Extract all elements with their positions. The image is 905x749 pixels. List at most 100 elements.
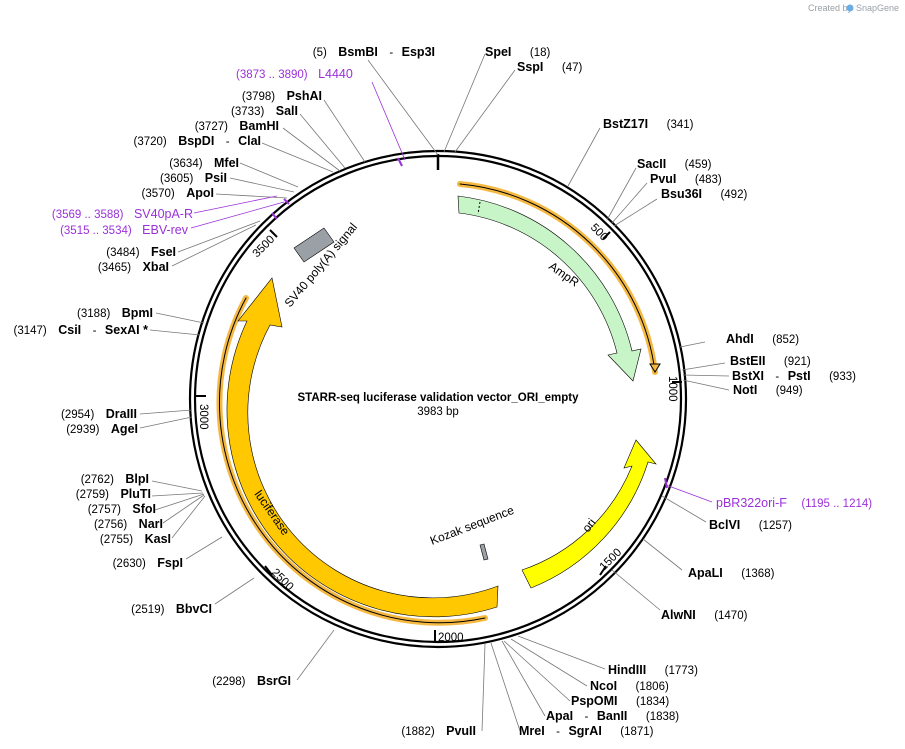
bclvi-leader <box>661 495 707 523</box>
primer-pbr322ori-f[interactable]: pBR322ori-F (1195 .. 1214) <box>716 494 872 511</box>
site-bpmi[interactable]: (3188) BpmI <box>77 304 153 321</box>
plasmid-title-block: STARR-seq luciferase validation vector_O… <box>298 392 580 418</box>
site-mrei[interactable]: MreI - SgrAI (1871) <box>519 722 654 739</box>
psii-leader <box>229 177 295 193</box>
bsmbi-leader <box>367 59 439 156</box>
tick-marks <box>194 229 682 642</box>
site-leader-lines <box>139 53 730 732</box>
xbai-leader <box>171 224 257 267</box>
apoi-leader <box>215 193 288 199</box>
pbr322ori-f-mark <box>664 477 668 489</box>
apali-leader <box>642 538 683 571</box>
plasmid-length: 3983 bp <box>417 406 459 418</box>
site-blpi[interactable]: (2762) BlpI <box>81 470 149 487</box>
bspdi-leader <box>261 142 334 173</box>
site-bsrgi[interactable]: (2298) BsrGI <box>212 672 291 689</box>
site-pluti[interactable]: (2759) PluTI <box>76 485 151 502</box>
tick-500 <box>602 231 611 240</box>
site-sspi[interactable]: SspI (47) <box>517 58 582 75</box>
alwni-leader <box>611 569 661 611</box>
tick-1500 <box>599 565 607 576</box>
feature-labels: AmpR ori luciferase SV40 poly(A) signal … <box>252 220 599 548</box>
ori-feature[interactable] <box>521 439 657 589</box>
site-apai[interactable]: ApaI - BanII (1838) <box>546 707 679 724</box>
site-bclvi[interactable]: BclVI (1257) <box>709 516 792 533</box>
site-nari[interactable]: (2756) NarI <box>94 515 163 532</box>
sv40pa-r-leader <box>193 195 278 214</box>
pshai-leader <box>323 99 366 163</box>
site-bspdi[interactable]: (3720) BspDI - ClaI <box>133 132 261 149</box>
sfoi-leader <box>154 493 205 511</box>
site-pvuii[interactable]: (1882) PvuII <box>401 722 476 739</box>
top-orange-band-line <box>459 183 656 373</box>
site-sacii[interactable]: SacII (459) <box>637 155 712 172</box>
site-labels: (5) BsmBI - Esp3I SpeI (18) SspI (47) (3… <box>14 43 873 739</box>
site-fspi[interactable]: (2630) FspI <box>113 554 183 571</box>
site-pshai[interactable]: (3798) PshAI <box>242 87 322 104</box>
site-pspomi[interactable]: PspOMI (1834) <box>571 692 669 709</box>
site-bamhi[interactable]: (3727) BamHI <box>195 117 279 134</box>
sv40-polya-feature[interactable] <box>293 227 335 263</box>
snapgene-logo-icon <box>846 4 854 12</box>
site-csii[interactable]: (3147) CsiI - SexAI * <box>14 321 149 338</box>
luciferase-feature[interactable] <box>226 277 499 618</box>
site-kasi[interactable]: (2755) KasI <box>100 530 171 547</box>
site-draiii[interactable]: (2954) DraIII <box>61 405 137 422</box>
tick-label-1000: 1000 <box>666 376 678 402</box>
site-bsu36i[interactable]: Bsu36I (492) <box>661 185 747 202</box>
tick-label-2000: 2000 <box>438 632 464 644</box>
snapgene-branding: Created by SnapGene <box>808 3 899 13</box>
pbr322ori-f-leader <box>665 484 713 503</box>
noti-leader <box>682 379 730 391</box>
site-xbai[interactable]: (3465) XbaI <box>98 258 169 275</box>
bstz17i-leader <box>567 127 601 187</box>
site-fsei[interactable]: (3484) FseI <box>106 243 176 260</box>
site-noti[interactable]: NotI (949) <box>733 381 803 398</box>
site-bstxi[interactable]: BstXI - PstI (933) <box>732 367 856 384</box>
primer-l4440[interactable]: (3873 .. 3890) L4440 <box>236 65 353 82</box>
site-apali[interactable]: ApaLI (1368) <box>688 564 775 581</box>
site-bstz17i[interactable]: BstZ17I (341) <box>603 115 694 132</box>
primer-ebv-rev[interactable]: (3515 .. 3534) EBV-rev <box>60 221 189 238</box>
site-alwni[interactable]: AlwNI (1470) <box>661 606 748 623</box>
site-pvui[interactable]: PvuI (483) <box>650 170 722 187</box>
kozak-label: Kozak sequence <box>428 503 516 548</box>
site-psii[interactable]: (3605) PsiI <box>160 169 227 186</box>
fsei-leader <box>177 220 261 253</box>
site-bbvci[interactable]: (2519) BbvCI <box>131 600 212 617</box>
site-spei[interactable]: SpeI (18) <box>485 43 550 60</box>
ampr-feature[interactable] <box>457 195 642 382</box>
apai-leader <box>501 640 546 717</box>
ebv-rev-leader <box>190 201 285 229</box>
site-apoi[interactable]: (3570) ApoI <box>142 184 214 201</box>
sv40pa-r-mark <box>271 212 278 220</box>
pvui-leader <box>611 182 648 224</box>
created-by-text: Created by <box>808 3 853 13</box>
site-bsteii[interactable]: BstEII (921) <box>730 352 811 369</box>
draiii-leader <box>139 409 193 415</box>
bottom-orange-band-line <box>218 297 486 624</box>
csii-leader <box>149 329 201 336</box>
mrei-leader <box>490 642 521 732</box>
site-ncoi[interactable]: NcoI (1806) <box>590 677 669 694</box>
site-ahdi[interactable]: AhdI (852) <box>726 330 799 347</box>
site-bsmbi[interactable]: (5) BsmBI - Esp3I <box>313 43 435 60</box>
snapgene-app-name: SnapGene <box>856 3 899 13</box>
bsrgi-leader <box>296 629 335 681</box>
kozak-feature[interactable] <box>479 543 489 561</box>
pluti-leader <box>151 492 204 497</box>
site-sali[interactable]: (3733) SalI <box>231 102 298 119</box>
site-sfoi[interactable]: (2757) SfoI <box>88 500 156 517</box>
kasi-leader <box>171 495 206 539</box>
site-mfei[interactable]: (3634) MfeI <box>169 154 239 171</box>
sali-leader <box>299 113 346 169</box>
pvuii-leader <box>481 643 486 732</box>
bamhi-leader <box>282 127 341 172</box>
site-hindiii[interactable]: HindIII (1773) <box>608 661 698 678</box>
nari-leader <box>162 494 205 524</box>
site-agei[interactable]: (2939) AgeI <box>66 420 138 437</box>
agei-leader <box>139 416 193 429</box>
tick-label-3000: 3000 <box>197 404 209 430</box>
primer-sv40pa-r[interactable]: (3569 .. 3588) SV40pA-R <box>52 205 193 222</box>
